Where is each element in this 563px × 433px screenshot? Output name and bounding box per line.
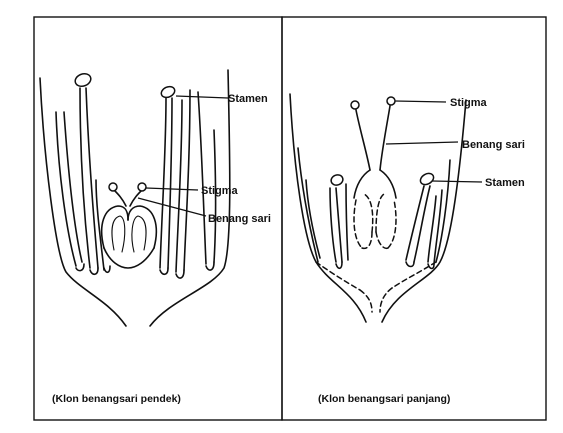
right-stamen-anther-left-icon: [330, 174, 344, 186]
left-stamen-anther-right-icon: [160, 85, 176, 99]
left-stamen-anther-icon: [74, 72, 92, 88]
left-corolla-outer: [39, 77, 127, 327]
right-corolla-outer: [289, 93, 367, 323]
left-label-stamen: Stamen: [228, 93, 268, 105]
left-label-filament: Benang sari: [208, 213, 271, 225]
right-flower: Stigma Benang sari Stamen: [289, 93, 525, 323]
left-stigma-right-icon: [137, 182, 147, 192]
right-panel-frame: [281, 16, 547, 421]
left-flower: Stamen Stigma Benang sari: [39, 69, 271, 327]
left-stamen-tall-right: [159, 85, 217, 279]
right-label-filament: Benang sari: [462, 139, 525, 151]
right-stamen-right: [405, 159, 451, 270]
right-stigma-left-icon: [350, 100, 360, 110]
left-caption: (Klon benangsari pendek): [52, 393, 181, 405]
right-pistil: [315, 96, 437, 313]
right-stigma-icon: [386, 96, 396, 106]
right-stamen-anther-icon: [419, 172, 435, 186]
right-label-stigma: Stigma: [450, 97, 488, 109]
left-corolla-outer-right: [149, 69, 231, 327]
right-stamen-small-left: [329, 174, 349, 270]
right-corolla-outer-right: [381, 99, 467, 323]
left-pistil: [100, 182, 158, 269]
right-caption: (Klon benangsari panjang): [318, 393, 450, 405]
right-label-stamen: Stamen: [485, 177, 525, 189]
left-label-stigma: Stigma: [201, 185, 239, 197]
left-stigma-icon: [108, 182, 118, 192]
left-stamen-tall-left: [74, 72, 99, 276]
